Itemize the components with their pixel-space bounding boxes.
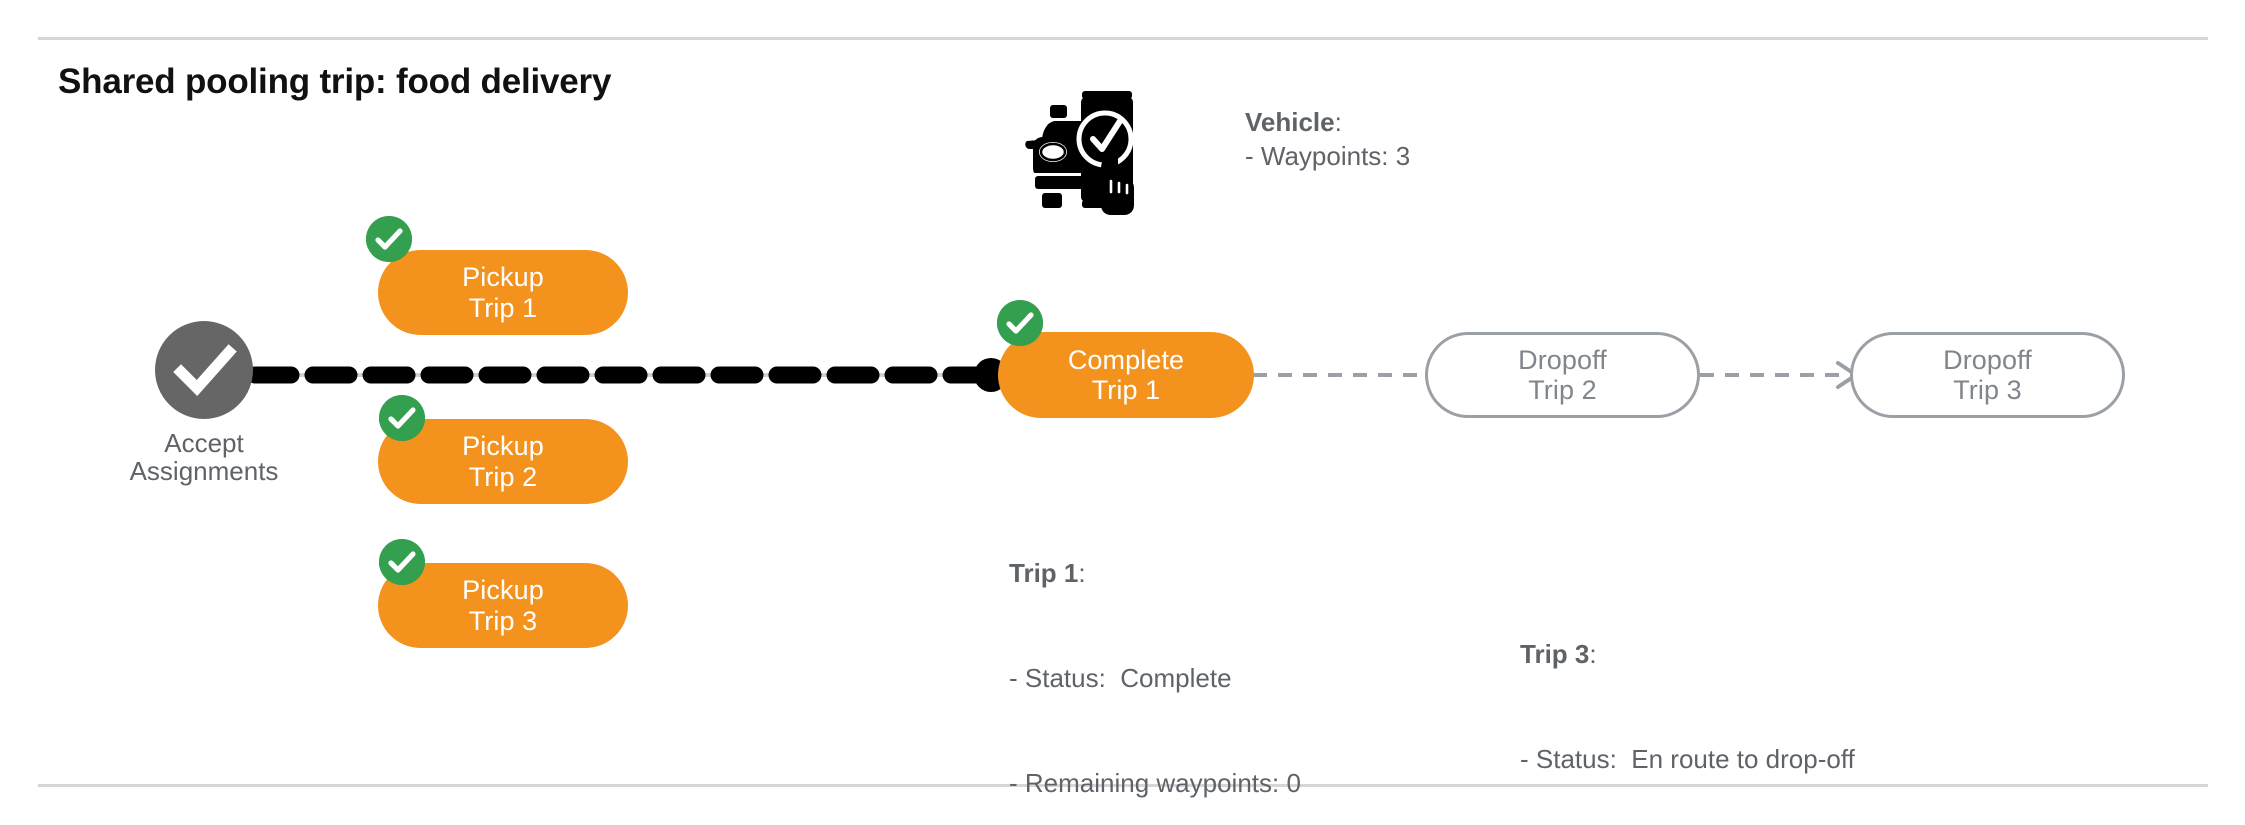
page-title: Shared pooling trip: food delivery [58, 62, 612, 101]
trip-1-status: - Status: Complete [1009, 662, 1232, 693]
dropoff-3-line2: Trip 3 [1953, 375, 2022, 405]
trip-3-heading-row: Trip 3: [1520, 637, 1855, 672]
dropoff-3-line1: Dropoff [1943, 344, 2032, 375]
dropoff-2-line1: Dropoff [1518, 344, 1607, 375]
trip-3-heading-colon: : [1589, 638, 1597, 669]
bottom-divider [38, 784, 2208, 787]
pickup-2-check-badge-icon [379, 395, 425, 441]
trip-1-remaining-waypoints: - Remaining waypoints: 0 [1009, 767, 1301, 798]
pickup-2-line1: Pickup [462, 431, 544, 462]
accept-label-line2: Assignments [129, 456, 279, 487]
node-pickup-trip-1[interactable]: Pickup Trip 1 [378, 250, 628, 335]
node-accept-assignments[interactable]: Accept Assignments [130, 321, 278, 485]
node-pickup-trip-3[interactable]: Pickup Trip 3 [378, 563, 628, 648]
node-pickup-trip-2[interactable]: Pickup Trip 2 [378, 419, 628, 504]
trip-info-block-left: Trip 1: - Status: Complete - Remaining w… [1009, 486, 1344, 825]
vehicle-info-block: Vehicle: - Waypoints: 3 [1245, 105, 1410, 174]
vehicle-waypoints: - Waypoints: 3 [1245, 141, 1411, 172]
accept-assignments-label: Accept Assignments [97, 429, 311, 485]
vehicle-heading-row: Vehicle: [1245, 105, 1410, 139]
node-dropoff-trip-2[interactable]: Dropoff Trip 2 [1425, 332, 1700, 418]
vehicle-heading: Vehicle [1245, 107, 1335, 137]
pickup-1-line2: Trip 1 [468, 292, 538, 323]
node-dropoff-trip-3[interactable]: Dropoff Trip 3 [1850, 332, 2125, 418]
trip-info-block-right: Trip 3: - Status: En route to drop-off -… [1520, 567, 1855, 825]
pickup-1-line1: Pickup [462, 262, 544, 293]
pickup-3-line2: Trip 3 [468, 605, 538, 636]
pickup-1-check-badge-icon [366, 216, 412, 262]
pickup-2-line2: Trip 2 [468, 461, 538, 492]
trip-3-status: - Status: En route to drop-off [1520, 743, 1855, 774]
vehicle-heading-colon: : [1334, 107, 1342, 137]
trip-1-heading: Trip 1 [1009, 557, 1079, 588]
car-phone-check-icon [1025, 77, 1137, 217]
trip-1-heading-colon: : [1078, 557, 1086, 588]
top-divider [38, 37, 2208, 40]
node-complete-trip-1[interactable]: Complete Trip 1 [998, 332, 1254, 418]
accept-check-circle [155, 321, 253, 419]
pickup-3-line1: Pickup [462, 575, 544, 606]
accept-label-line1: Accept [164, 428, 244, 458]
pickup-3-check-badge-icon [379, 539, 425, 585]
complete-1-check-badge-icon [997, 300, 1043, 346]
trip-1-heading-row: Trip 1: [1009, 556, 1344, 591]
trip-3-heading: Trip 3 [1520, 638, 1590, 669]
complete-1-line2: Trip 1 [1091, 375, 1161, 405]
dropoff-2-line2: Trip 2 [1528, 375, 1597, 405]
complete-1-line1: Complete [1067, 344, 1185, 375]
check-circle-icon [173, 344, 237, 397]
